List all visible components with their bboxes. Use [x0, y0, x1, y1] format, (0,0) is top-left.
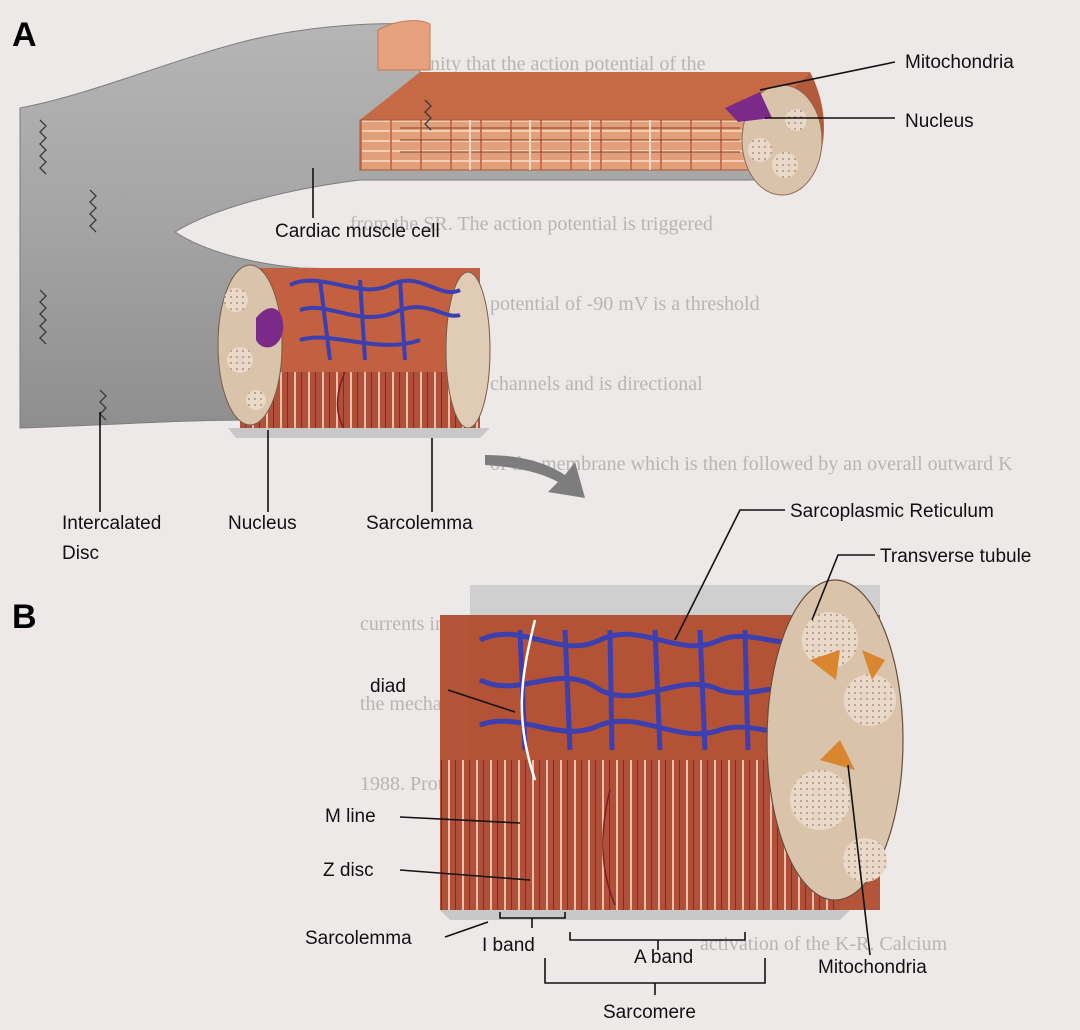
fibril-end-cap — [378, 21, 430, 70]
label-z-disc: Z disc — [323, 860, 374, 881]
label-nucleus-a-right: Nucleus — [905, 111, 974, 132]
svg-text:activation of the K-R. Calcium: activation of the K-R. Calcium — [700, 933, 948, 955]
label-m-line: M line — [325, 806, 376, 827]
lower-branch-interior — [218, 265, 490, 438]
label-a-band: A band — [634, 947, 693, 968]
panel-label-b: B — [12, 598, 37, 636]
svg-text:channels and is directional: channels and is directional — [490, 373, 703, 395]
label-sarcolemma-b: Sarcolemma — [305, 928, 412, 949]
label-disc: Disc — [62, 543, 99, 564]
label-diad: diad — [370, 676, 406, 697]
label-intercalated: Intercalated — [62, 513, 161, 534]
label-transverse-tubule: Transverse tubule — [880, 546, 1031, 567]
label-sarcomere: Sarcomere — [603, 1002, 696, 1023]
label-sarcolemma-a: Sarcolemma — [366, 513, 473, 534]
svg-text:potential of -90 mV is a thres: potential of -90 mV is a threshold — [490, 293, 760, 315]
panel-label-a: A — [12, 16, 37, 54]
panel-b — [400, 510, 903, 995]
label-i-band: I band — [482, 935, 535, 956]
label-mitochondria-b: Mitochondria — [818, 957, 927, 978]
label-nucleus-a-bottom: Nucleus — [228, 513, 297, 534]
label-cardiac-muscle-cell: Cardiac muscle cell — [275, 221, 440, 242]
label-mitochondria-a: Mitochondria — [905, 52, 1014, 73]
panel-a — [20, 21, 895, 512]
label-sarcoplasmic-reticulum: Sarcoplasmic Reticulum — [790, 501, 994, 522]
